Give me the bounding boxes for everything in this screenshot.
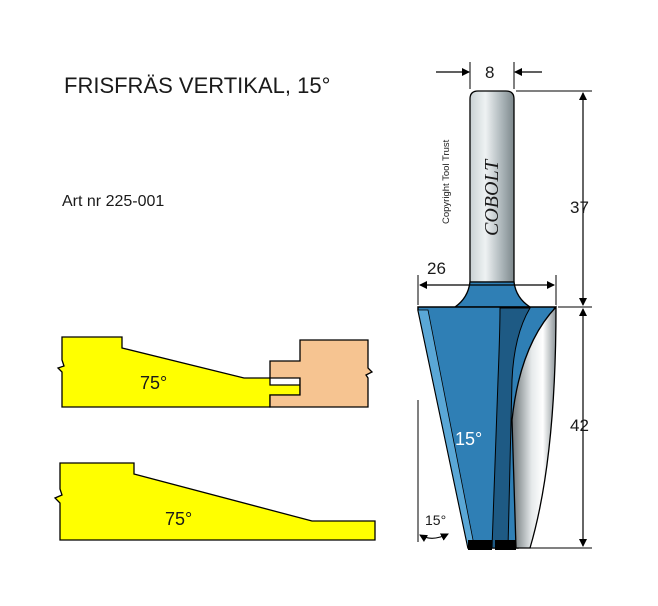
profile-top: 75° xyxy=(56,336,374,408)
profile-top-angle: 75° xyxy=(140,373,167,393)
profile-top-yellow xyxy=(56,336,301,408)
profile-bottom-yellow xyxy=(53,462,376,541)
copyright-label: Copyright Tool Trust xyxy=(441,139,452,224)
dim-bevel-angle: 15° xyxy=(417,400,449,542)
bevel-angle-label: 15° xyxy=(425,512,446,528)
profile-bottom-angle: 75° xyxy=(165,509,192,529)
dim-cutting-length-value: 42 xyxy=(570,416,589,435)
shank xyxy=(469,90,515,283)
cutter-angle-label: 15° xyxy=(455,429,482,449)
cutter-tip xyxy=(468,540,516,550)
dim-shank-length-value: 37 xyxy=(570,198,589,217)
page-title: FRISFRÄS VERTIKAL, 15° xyxy=(64,73,330,98)
router-bit: COBOLT Copyright Tool Trust 15° xyxy=(417,90,557,550)
profile-bottom: 75° xyxy=(53,462,376,541)
article-number: Art nr 225-001 xyxy=(62,193,164,210)
dim-cutter-diameter-value: 26 xyxy=(427,259,446,278)
shank-neck xyxy=(452,281,533,308)
dim-shank-diameter: 8 xyxy=(436,62,542,89)
dim-lengths: 37 42 xyxy=(516,90,592,549)
dim-shank-diameter-value: 8 xyxy=(485,63,494,82)
profile-top-workpiece xyxy=(269,339,374,408)
brand-label: COBOLT xyxy=(481,158,503,236)
dim-cutter-diameter: 26 xyxy=(417,259,557,305)
